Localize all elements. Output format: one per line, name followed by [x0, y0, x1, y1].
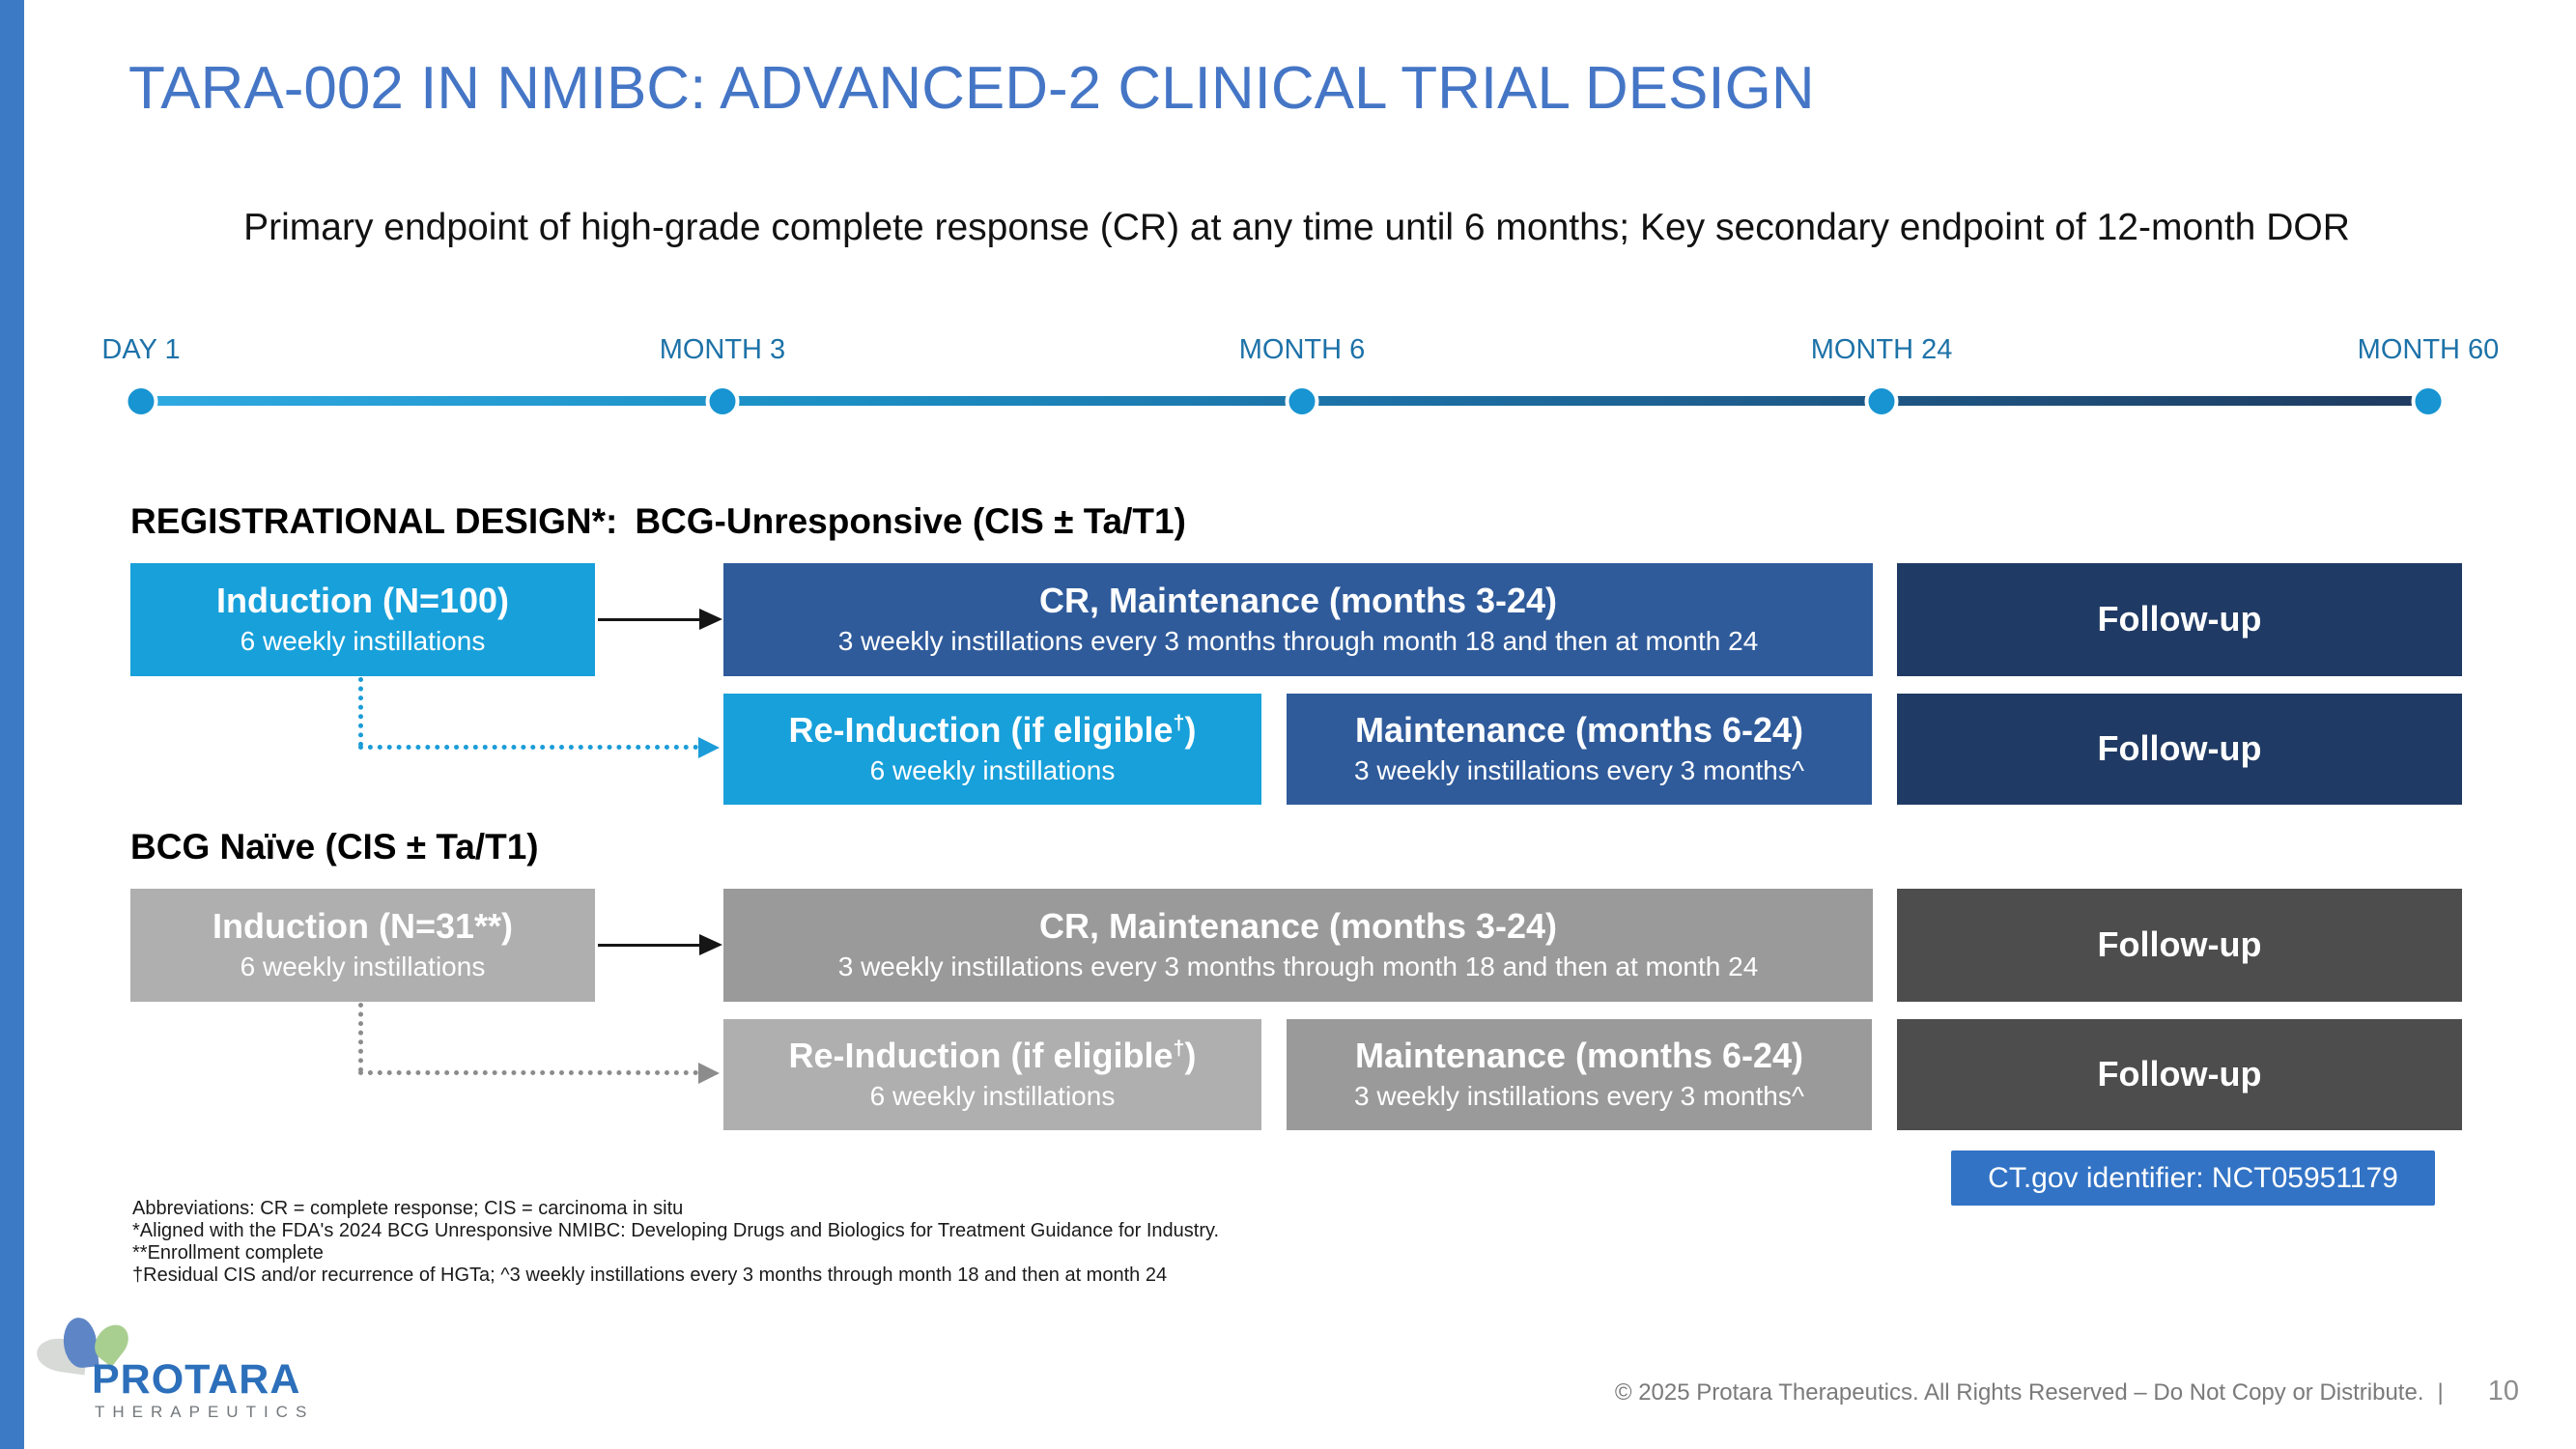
timeline-label-month-6: MONTH 6 — [1238, 334, 1366, 365]
dotted-arrowhead-icon — [698, 737, 720, 758]
timeline-label-month-60: MONTH 60 — [2357, 334, 2500, 365]
box-subtitle: 6 weekly instillations — [869, 755, 1116, 786]
footnote-enrollment: **Enrollment complete — [132, 1242, 324, 1264]
reinduction-box-registrational: Re-Induction (if eligible†) 6 weekly ins… — [723, 694, 1261, 805]
arrow-induction-to-maintenance — [598, 618, 700, 621]
footnote-abbreviations: Abbreviations: CR = complete response; C… — [132, 1198, 684, 1219]
maintenance-box-naive: Maintenance (months 6-24) 3 weekly insti… — [1287, 1019, 1872, 1130]
dotted-connector-vertical-naive — [358, 1003, 363, 1072]
arrow-induction-to-maintenance-naive — [598, 944, 700, 947]
footer-divider: | — [2437, 1379, 2444, 1406]
bcg-naive-section-heading: BCG Naïve (CIS ± Ta/T1) — [130, 827, 539, 867]
registrational-heading-population: BCG-Unresponsive (CIS ± Ta/T1) — [635, 501, 1186, 541]
dotted-connector-vertical-registrational — [358, 677, 363, 747]
cr-maintenance-box-naive: CR, Maintenance (months 3-24) 3 weekly i… — [723, 889, 1873, 1002]
footnotes: Abbreviations: CR = complete response; C… — [132, 1198, 1219, 1287]
cr-maintenance-box-registrational: CR, Maintenance (months 3-24) 3 weekly i… — [723, 563, 1873, 676]
timeline-label-month-24: MONTH 24 — [1810, 334, 1953, 365]
logo-tagline: THERAPEUTICS — [95, 1403, 315, 1421]
page-number: 10 — [2487, 1376, 2519, 1406]
timeline-dot-month-3 — [705, 384, 740, 418]
box-subtitle: 3 weekly instillations every 3 months th… — [837, 626, 1759, 657]
registrational-section-heading: REGISTRATIONAL DESIGN*: BCG-Unresponsive … — [130, 501, 1186, 542]
box-subtitle: 3 weekly instillations every 3 months^ — [1353, 1081, 1804, 1112]
protara-logo: PROTARA THERAPEUTICS — [34, 1316, 442, 1426]
timeline-dot-month-60 — [2411, 384, 2446, 418]
box-subtitle: 3 weekly instillations every 3 months th… — [837, 952, 1759, 982]
slide-footer: © 2025 Protara Therapeutics. All Rights … — [1615, 1376, 2519, 1407]
box-title: Maintenance (months 6-24) — [1354, 1036, 1804, 1076]
induction-box-naive: Induction (N=31**) 6 weekly instillation… — [130, 889, 595, 1002]
box-subtitle: 3 weekly instillations every 3 months^ — [1353, 755, 1804, 786]
followup-box-naive-top: Follow-up — [1897, 889, 2462, 1002]
logo-wordmark: PROTARA — [92, 1356, 301, 1403]
arrowhead-icon — [699, 934, 722, 955]
timeline-dot-month-24 — [1864, 384, 1899, 418]
box-title: Maintenance (months 6-24) — [1354, 710, 1804, 751]
footnote-residual-cis: †Residual CIS and/or recurrence of HGTa;… — [132, 1264, 1168, 1286]
timeline-label-day-1: DAY 1 — [101, 334, 181, 365]
registrational-heading-prefix: REGISTRATIONAL DESIGN*: — [130, 501, 618, 541]
dotted-arrowhead-icon — [698, 1063, 720, 1084]
footnote-fda-guidance: *Aligned with the FDA's 2024 BCG Unrespo… — [132, 1220, 1220, 1241]
box-title: Follow-up — [2097, 924, 2262, 965]
followup-box-registrational-top: Follow-up — [1897, 563, 2462, 676]
arrowhead-icon — [699, 609, 722, 630]
box-title: Re-Induction (if eligible†) — [788, 1036, 1197, 1076]
box-title: Induction (N=31**) — [212, 906, 514, 947]
maintenance-box-registrational: Maintenance (months 6-24) 3 weekly insti… — [1287, 694, 1872, 805]
ctgov-identifier-badge: CT.gov identifier: NCT05951179 — [1951, 1151, 2435, 1206]
box-title: Re-Induction (if eligible†) — [788, 710, 1197, 751]
box-subtitle: 6 weekly instillations — [240, 952, 486, 982]
followup-box-registrational-bottom: Follow-up — [1897, 694, 2462, 805]
timeline-line — [141, 396, 2428, 406]
timeline-dot-month-6 — [1285, 384, 1319, 418]
box-title: Follow-up — [2097, 1054, 2262, 1094]
followup-box-naive-bottom: Follow-up — [1897, 1019, 2462, 1130]
left-accent-bar — [0, 0, 24, 1449]
dotted-connector-horizontal-registrational — [358, 745, 698, 750]
box-title: CR, Maintenance (months 3-24) — [1038, 906, 1558, 947]
reinduction-box-naive: Re-Induction (if eligible†) 6 weekly ins… — [723, 1019, 1261, 1130]
box-title: Follow-up — [2097, 599, 2262, 639]
timeline-dot-day-1 — [124, 384, 158, 418]
box-title: Induction (N=100) — [215, 581, 510, 621]
endpoint-subtitle: Primary endpoint of high-grade complete … — [243, 207, 2350, 248]
box-title: CR, Maintenance (months 3-24) — [1038, 581, 1558, 621]
copyright-text: © 2025 Protara Therapeutics. All Rights … — [1614, 1379, 2424, 1406]
timeline-label-month-3: MONTH 3 — [659, 334, 786, 365]
box-title: Follow-up — [2097, 728, 2262, 769]
page-title: TARA-002 IN NMIBC: ADVANCED-2 CLINICAL T… — [128, 55, 1815, 122]
box-subtitle: 6 weekly instillations — [240, 626, 486, 657]
box-subtitle: 6 weekly instillations — [869, 1081, 1116, 1112]
dotted-connector-horizontal-naive — [358, 1070, 698, 1075]
study-timeline: DAY 1 MONTH 3 MONTH 6 MONTH 24 MONTH 60 — [101, 334, 2499, 440]
induction-box-registrational: Induction (N=100) 6 weekly instillations — [130, 563, 595, 676]
